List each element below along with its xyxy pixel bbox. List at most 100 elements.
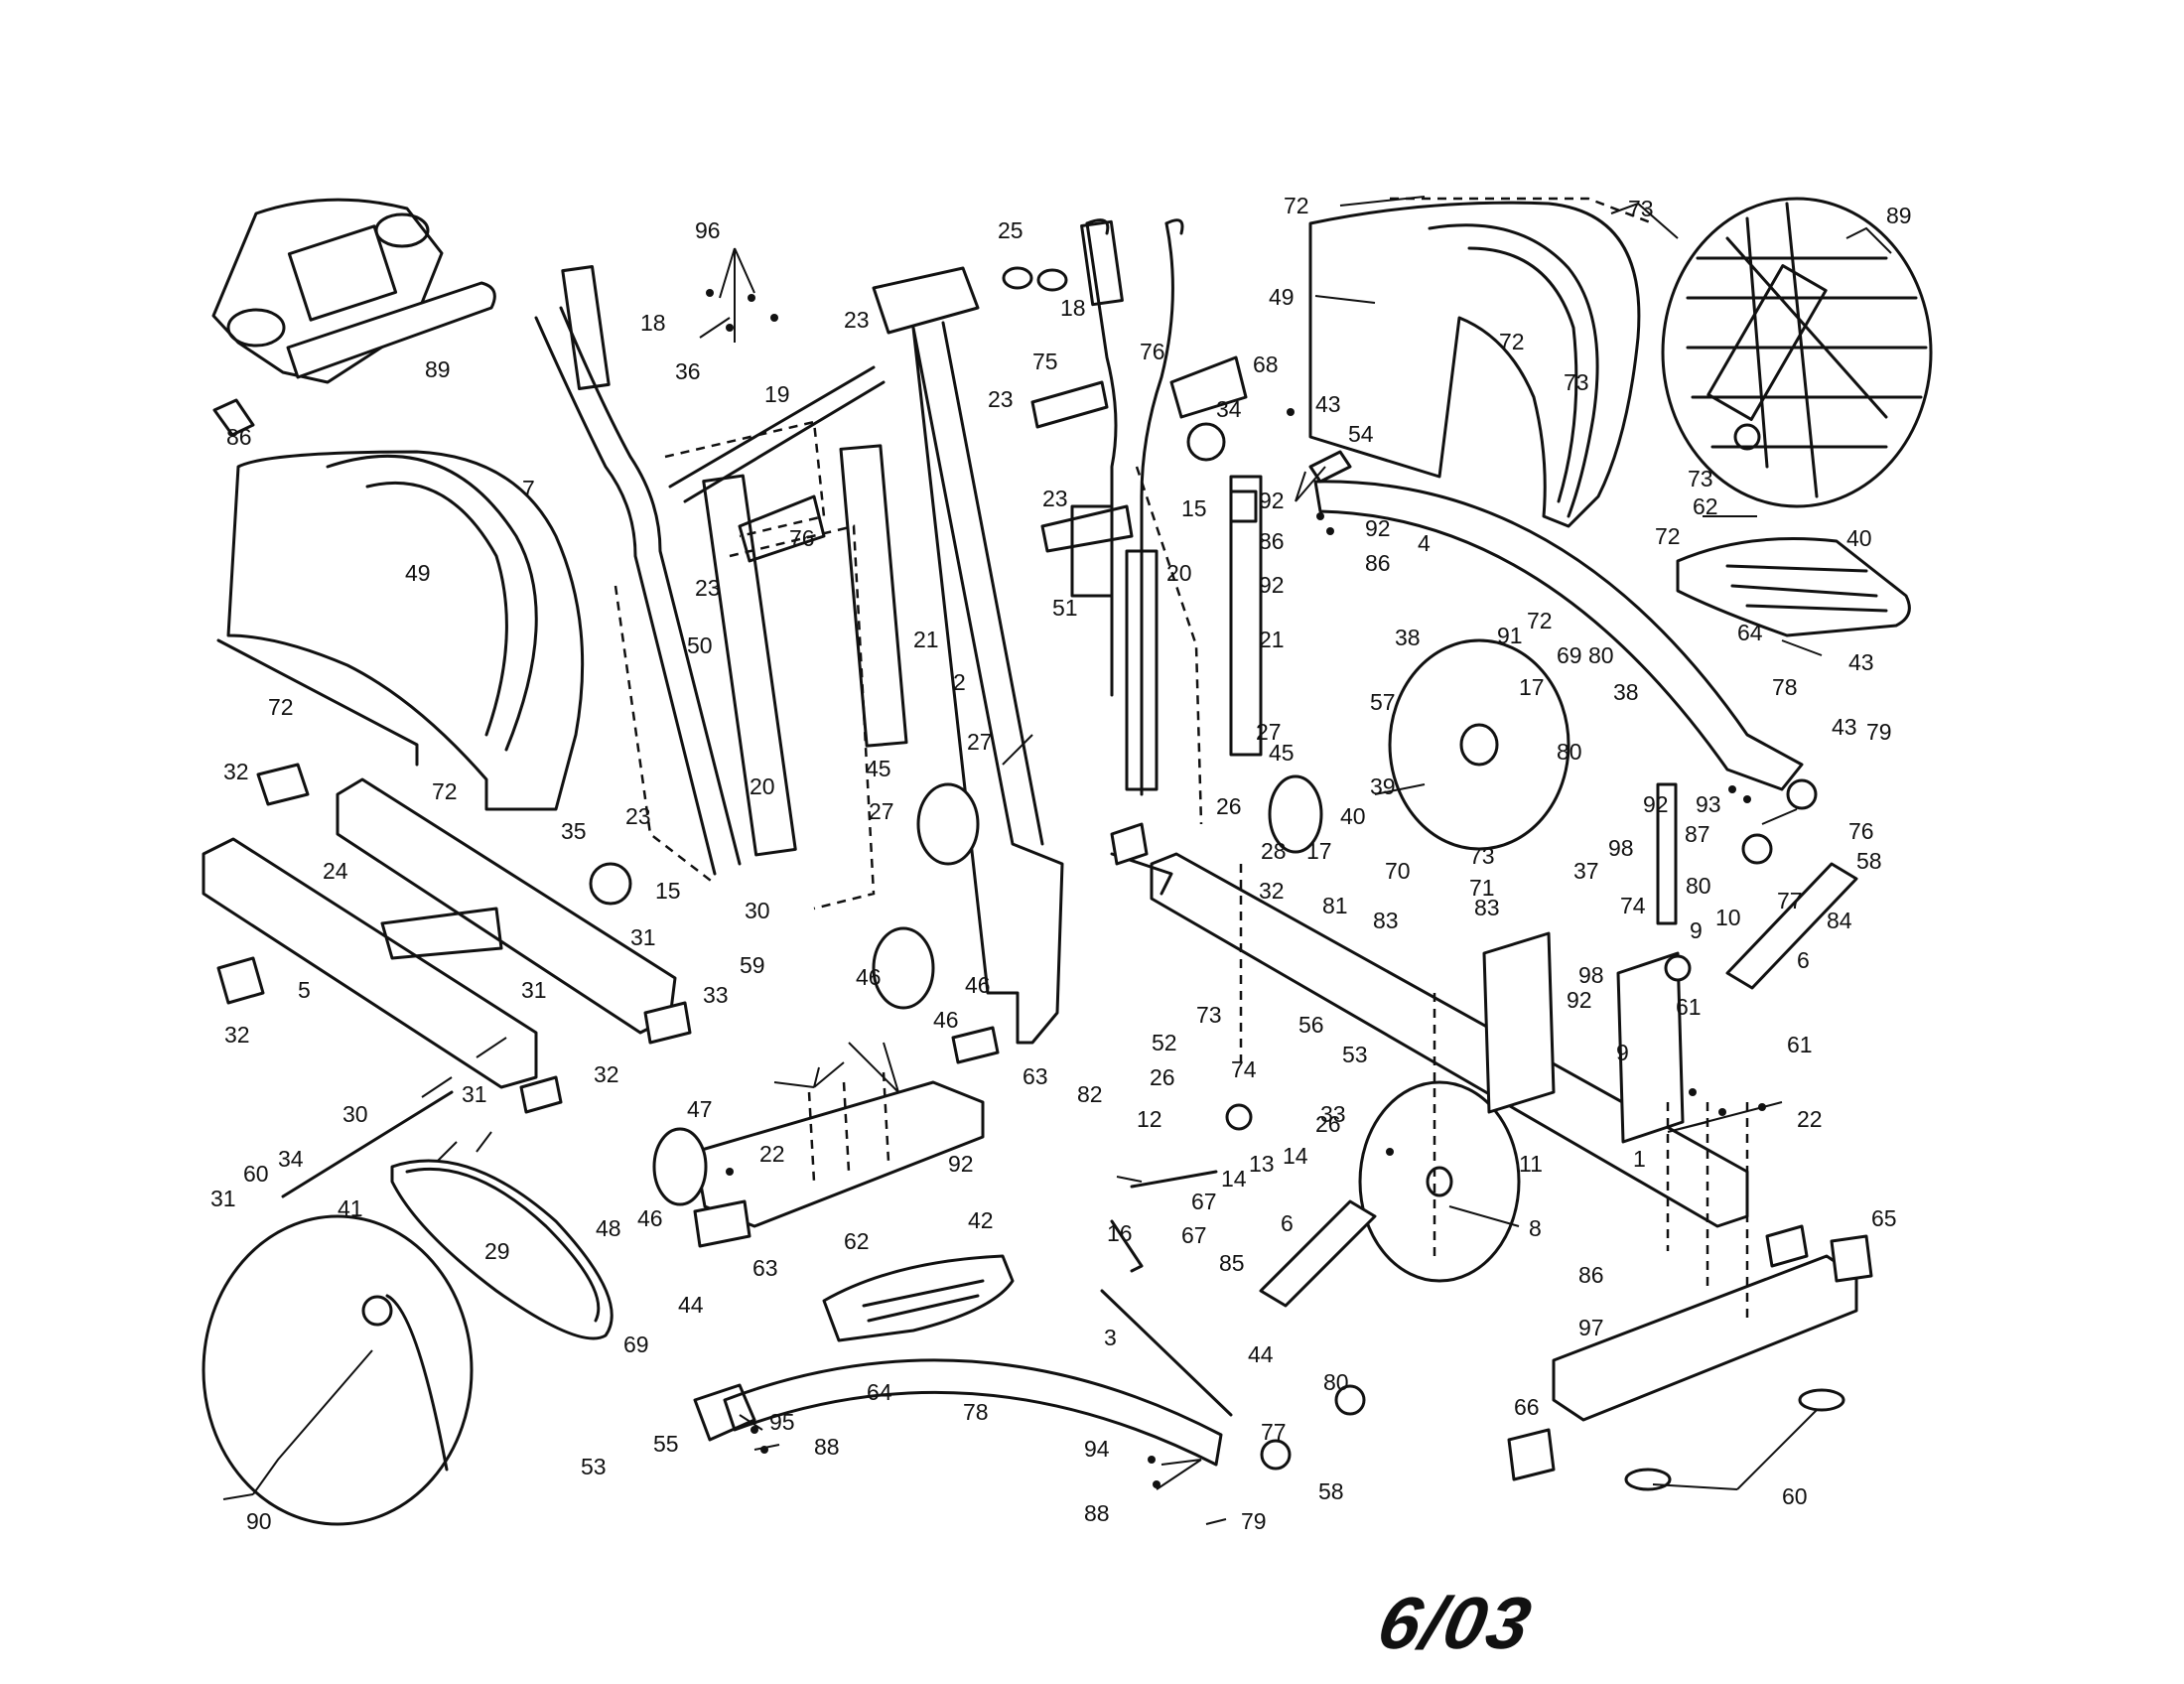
label-3: 3	[1104, 1325, 1117, 1350]
label-17b: 17	[1519, 674, 1545, 700]
label-53b: 55	[653, 1431, 679, 1457]
label-45: 46	[933, 1007, 959, 1033]
label-43: 43	[1315, 391, 1341, 417]
belt-28	[390, 1159, 614, 1340]
label-46d: 48	[596, 1215, 621, 1241]
label-67b: 69	[623, 1332, 649, 1357]
label-86d: 88	[1084, 1500, 1110, 1526]
label-44b: 45	[1269, 740, 1295, 766]
label-86c: 87	[1685, 821, 1710, 847]
label-92d: 93	[1696, 791, 1721, 817]
label-66: 67	[1181, 1222, 1207, 1248]
label-58b: 60	[243, 1161, 269, 1187]
label-92e: 94	[1084, 1436, 1110, 1462]
label-73: 73	[1628, 196, 1654, 221]
label-32d: 33	[1320, 1101, 1346, 1127]
label-27: 27	[967, 729, 993, 755]
label-39: 40	[1340, 803, 1366, 829]
hardware	[706, 289, 1766, 1488]
console-87	[211, 198, 496, 437]
label-1: 1	[1633, 1146, 1646, 1172]
label-88b: 90	[246, 1508, 272, 1534]
label-30: 30	[745, 898, 770, 923]
label-54: 56	[1298, 1012, 1324, 1038]
label-4: 4	[1418, 530, 1431, 556]
label-6b: 6	[1797, 947, 1810, 973]
label-32c: 32	[594, 1061, 619, 1087]
label-22: 22	[759, 1141, 785, 1167]
label-43c: 44	[678, 1292, 704, 1318]
label-46: 46	[856, 964, 882, 990]
label-95: 98	[1578, 962, 1604, 988]
label-76c: 77	[1261, 1419, 1287, 1445]
label-29: 30	[342, 1101, 368, 1127]
crank-arms-6	[1259, 862, 1858, 1308]
flywheel-37	[1388, 638, 1570, 851]
brackets	[1482, 782, 1685, 1144]
label-2: 2	[953, 669, 966, 695]
label-45b: 46	[637, 1205, 663, 1231]
label-26c: 26	[1315, 1111, 1341, 1137]
label-89: 91	[1497, 623, 1523, 648]
label-14b: 14	[1283, 1143, 1308, 1169]
base-frame-5	[202, 777, 677, 1089]
label-90: 92	[948, 1151, 974, 1177]
label-20: 20	[750, 773, 775, 799]
label-83: 84	[1827, 908, 1852, 933]
alignment-lines	[614, 197, 1749, 1321]
label-26b: 26	[1150, 1064, 1175, 1090]
label-72f: 73	[1196, 1002, 1222, 1028]
pedal-42	[1676, 537, 1911, 637]
label-36: 37	[1573, 858, 1599, 884]
handlebars	[534, 218, 1184, 876]
label-32: 32	[223, 759, 249, 784]
label-34: 34	[1216, 396, 1242, 422]
label-86b: 86	[1365, 550, 1391, 576]
label-73d: 74	[1620, 893, 1646, 918]
label-11: 11	[1519, 1151, 1543, 1177]
part-labels: 1 2 3 4 5 6 6 7 8 9 9 10 11 12 13 14 14 …	[210, 193, 1912, 1534]
label-41: 42	[968, 1207, 994, 1233]
label-31d: 32	[1259, 878, 1285, 904]
label-20b: 20	[1166, 560, 1192, 586]
label-31b: 31	[521, 977, 547, 1003]
label-81: 83	[1474, 895, 1500, 920]
label-83b: 85	[1219, 1250, 1245, 1276]
small-parts	[216, 266, 1873, 1491]
label-65: 67	[1191, 1189, 1217, 1214]
stabilizer-90	[693, 1080, 985, 1228]
stabilizer-94	[1552, 1254, 1858, 1422]
label-34b: 35	[561, 818, 587, 844]
label-87: 89	[425, 356, 451, 382]
label-82: 83	[1373, 908, 1399, 933]
label-31: 31	[630, 924, 656, 950]
label-63: 64	[1737, 620, 1763, 645]
label-52: 53	[1342, 1042, 1368, 1067]
label-92b: 92	[1365, 515, 1391, 541]
leader-lines	[222, 196, 1892, 1525]
label-31c: 31	[462, 1081, 487, 1107]
label-28: 29	[484, 1238, 510, 1264]
label-73c: 73	[1688, 466, 1713, 491]
label-23c: 23	[1042, 486, 1068, 511]
crank-arm-3	[693, 1358, 1223, 1467]
label-73b: 73	[1564, 369, 1589, 395]
label-85: 86	[1578, 1262, 1604, 1288]
label-27b: 27	[869, 798, 894, 824]
label-43d: 44	[1248, 1341, 1274, 1367]
label-79: 80	[1686, 873, 1711, 899]
label-53: 54	[1348, 421, 1374, 447]
label-88: 89	[1886, 203, 1912, 228]
label-6: 6	[1281, 1210, 1294, 1236]
label-7: 7	[522, 476, 535, 501]
pulley-8	[1358, 1080, 1521, 1283]
label-21: 21	[913, 627, 939, 652]
label-64b: 66	[1514, 1394, 1540, 1420]
label-10: 10	[1715, 905, 1741, 930]
label-72b: 72	[432, 778, 458, 804]
label-49: 50	[687, 632, 713, 658]
label-86: 86	[1259, 528, 1285, 554]
disc-40-bottom	[202, 1214, 474, 1526]
pedal-41	[822, 1254, 1015, 1342]
